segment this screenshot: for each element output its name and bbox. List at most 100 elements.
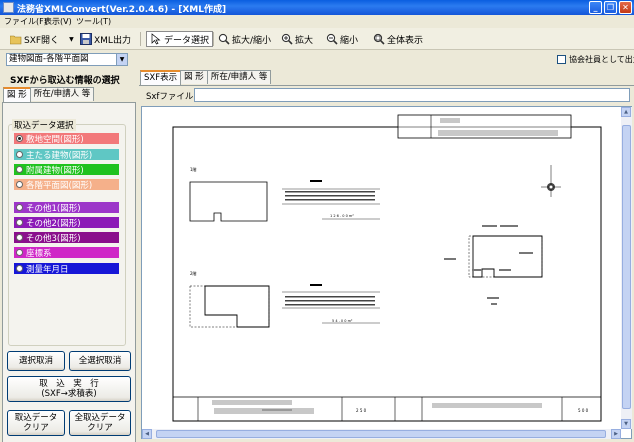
scroll-down-arrow-icon[interactable]: ▼ xyxy=(621,419,631,429)
left-panel: SXFから取込む情報の選択 図 形 所在/申請人 等 取込データ選択 敷地空間(… xyxy=(0,69,138,442)
zoom-out-button[interactable]: 縮小 xyxy=(326,31,358,47)
tab-shapes-right[interactable]: 図 形 xyxy=(180,70,208,84)
scroll-up-arrow-icon[interactable]: ▲ xyxy=(621,107,631,117)
close-button[interactable]: ✕ xyxy=(619,1,632,14)
tab-shapes[interactable]: 図 形 xyxy=(3,87,31,102)
radio-button[interactable] xyxy=(16,234,23,241)
import-option[interactable]: その他3(図形) xyxy=(14,232,119,244)
cursor-icon xyxy=(150,33,162,45)
title-bar: 法務省XMLConvert(Ver.2.0.4.6) - [XML作成] _ ❐… xyxy=(0,0,634,15)
left-tabs: 図 形 所在/申請人 等 xyxy=(3,87,95,102)
deselect-button[interactable]: 選択取消 xyxy=(7,351,65,371)
radio-button[interactable] xyxy=(16,166,23,173)
horizontal-scroll-thumb[interactable] xyxy=(156,430,606,438)
drawing-view[interactable] xyxy=(141,106,632,439)
radio-button[interactable] xyxy=(16,204,23,211)
import-option[interactable]: 附属建物(図形) xyxy=(14,164,119,176)
tab-location-applicant-right[interactable]: 所在/申請人 等 xyxy=(206,70,272,84)
deselect-all-button[interactable]: 全選択取消 xyxy=(69,351,131,371)
import-option[interactable]: その他2(図形) xyxy=(14,217,119,229)
import-option[interactable]: 測量年月日 xyxy=(14,263,119,275)
drawing-type-select[interactable]: 建物図面-各階平面図 ▼ xyxy=(6,53,128,66)
import-option-label: 座標系 xyxy=(26,248,52,259)
zoom-button[interactable]: 拡大/縮小 xyxy=(218,31,271,47)
open-sxf-label: SXF開く xyxy=(24,35,60,46)
tab-sxf-view[interactable]: SXF表示 xyxy=(140,70,182,85)
zoom-in-label: 拡大 xyxy=(295,35,314,46)
scroll-right-arrow-icon[interactable]: ▶ xyxy=(611,429,621,439)
menu-tools[interactable]: ツール(T) xyxy=(76,17,112,26)
import-option-label: その他1(図形) xyxy=(26,203,81,214)
zoom-label: 拡大/縮小 xyxy=(232,35,272,46)
fit-all-icon xyxy=(373,33,385,45)
import-option[interactable]: その他1(図形) xyxy=(14,202,119,214)
tab-location-applicant[interactable]: 所在/申請人 等 xyxy=(29,87,95,101)
drawing-type-value: 建物図面-各階平面図 xyxy=(9,54,89,64)
right-tab-panel xyxy=(139,85,634,442)
floor1-label: 1階 xyxy=(190,166,197,172)
scroll-left-arrow-icon[interactable]: ◀ xyxy=(142,429,152,439)
scale-left: 2 5 0 xyxy=(356,408,367,413)
zoom-out-label: 縮小 xyxy=(340,35,359,46)
clear-import-sublabel: クリア xyxy=(23,423,49,433)
vertical-scrollbar[interactable]: ▲ ▼ xyxy=(621,107,632,429)
radio-button[interactable] xyxy=(16,135,23,142)
company-employee-label: 協会社員として出力 xyxy=(569,55,634,64)
radio-button[interactable] xyxy=(16,249,23,256)
window-title: 法務省XMLConvert(Ver.2.0.4.6) - [XML作成] xyxy=(17,5,227,15)
import-option-label: 主たる建物(図形) xyxy=(26,150,93,161)
minimize-button[interactable]: _ xyxy=(589,1,602,14)
menu-view[interactable]: 表示(V) xyxy=(44,17,72,26)
import-option[interactable]: 座標系 xyxy=(14,247,119,259)
checkbox-box[interactable] xyxy=(557,55,566,64)
clear-all-import-label: 全取込データ xyxy=(74,413,126,423)
sxf-file-row: Sxfファイル xyxy=(140,88,634,104)
import-option[interactable]: 各階平面図(図形) xyxy=(14,179,119,191)
magnifier-icon xyxy=(218,33,230,45)
import-data-group-label: 取込データ選択 xyxy=(12,119,76,131)
clear-import-button[interactable]: 取込データ クリア xyxy=(7,410,65,436)
selector-bar: 建物図面-各階平面図 ▼ 協会社員として出力 xyxy=(0,51,634,68)
zoom-in-button[interactable]: 拡大 xyxy=(281,31,313,47)
radio-button[interactable] xyxy=(16,151,23,158)
open-sxf-button[interactable]: SXF開く ▼ xyxy=(9,31,74,47)
fit-all-label: 全体表示 xyxy=(387,35,424,46)
toolbar-separator xyxy=(213,32,214,46)
radio-button[interactable] xyxy=(16,265,23,272)
sxf-file-input[interactable] xyxy=(194,88,630,102)
import-option-label: 附属建物(図形) xyxy=(26,165,84,176)
import-option-label: 測量年月日 xyxy=(26,264,69,275)
horizontal-scrollbar[interactable]: ◀ ▶ xyxy=(142,429,621,439)
sxf-drawing: 1階 1 2 6 . 0 0 m² 2階 5 4 . 0 0 m² 2 5 0 … xyxy=(172,114,602,422)
vertical-scroll-thumb[interactable] xyxy=(622,125,631,409)
folder-icon xyxy=(9,33,22,45)
clear-all-import-button[interactable]: 全取込データ クリア xyxy=(69,410,131,436)
chevron-down-icon[interactable]: ▼ xyxy=(116,54,127,65)
floor2-area: 5 4 . 0 0 m² xyxy=(332,319,353,323)
xml-output-button[interactable]: XML出力 xyxy=(80,31,131,47)
data-select-button[interactable]: データ選択 xyxy=(146,31,214,47)
app-icon[interactable] xyxy=(3,2,14,13)
fit-all-button[interactable]: 全体表示 xyxy=(373,31,423,47)
execute-import-sublabel: (SXF→求積表) xyxy=(41,389,97,399)
radio-button[interactable] xyxy=(16,219,23,226)
company-employee-checkbox[interactable]: 協会社員として出力 xyxy=(557,54,634,65)
sxf-file-label: Sxfファイル xyxy=(146,92,194,102)
import-option[interactable]: 敷地空間(図形) xyxy=(14,133,119,145)
import-option[interactable]: 主たる建物(図形) xyxy=(14,149,119,161)
save-icon xyxy=(80,33,92,45)
menu-bar: ファイル(F) 表示(V) ツール(T) xyxy=(0,15,634,28)
scale-right: 5 0 0 xyxy=(578,408,589,413)
import-option-label: その他3(図形) xyxy=(26,233,81,244)
restore-button[interactable]: ❐ xyxy=(604,1,617,14)
import-option-label: 各階平面図(図形) xyxy=(26,180,93,191)
menu-file[interactable]: ファイル(F) xyxy=(4,17,47,26)
left-panel-title: SXFから取込む情報の選択 xyxy=(10,76,120,86)
dropdown-arrow-icon[interactable]: ▼ xyxy=(69,35,74,43)
radio-button[interactable] xyxy=(16,181,23,188)
zoom-out-icon xyxy=(326,33,338,45)
floor1-area: 1 2 6 . 0 0 m² xyxy=(330,214,354,218)
data-select-label: データ選択 xyxy=(164,35,210,46)
execute-import-button[interactable]: 取 込 実 行 (SXF→求積表) xyxy=(7,376,131,402)
clear-all-import-sublabel: クリア xyxy=(87,423,113,433)
